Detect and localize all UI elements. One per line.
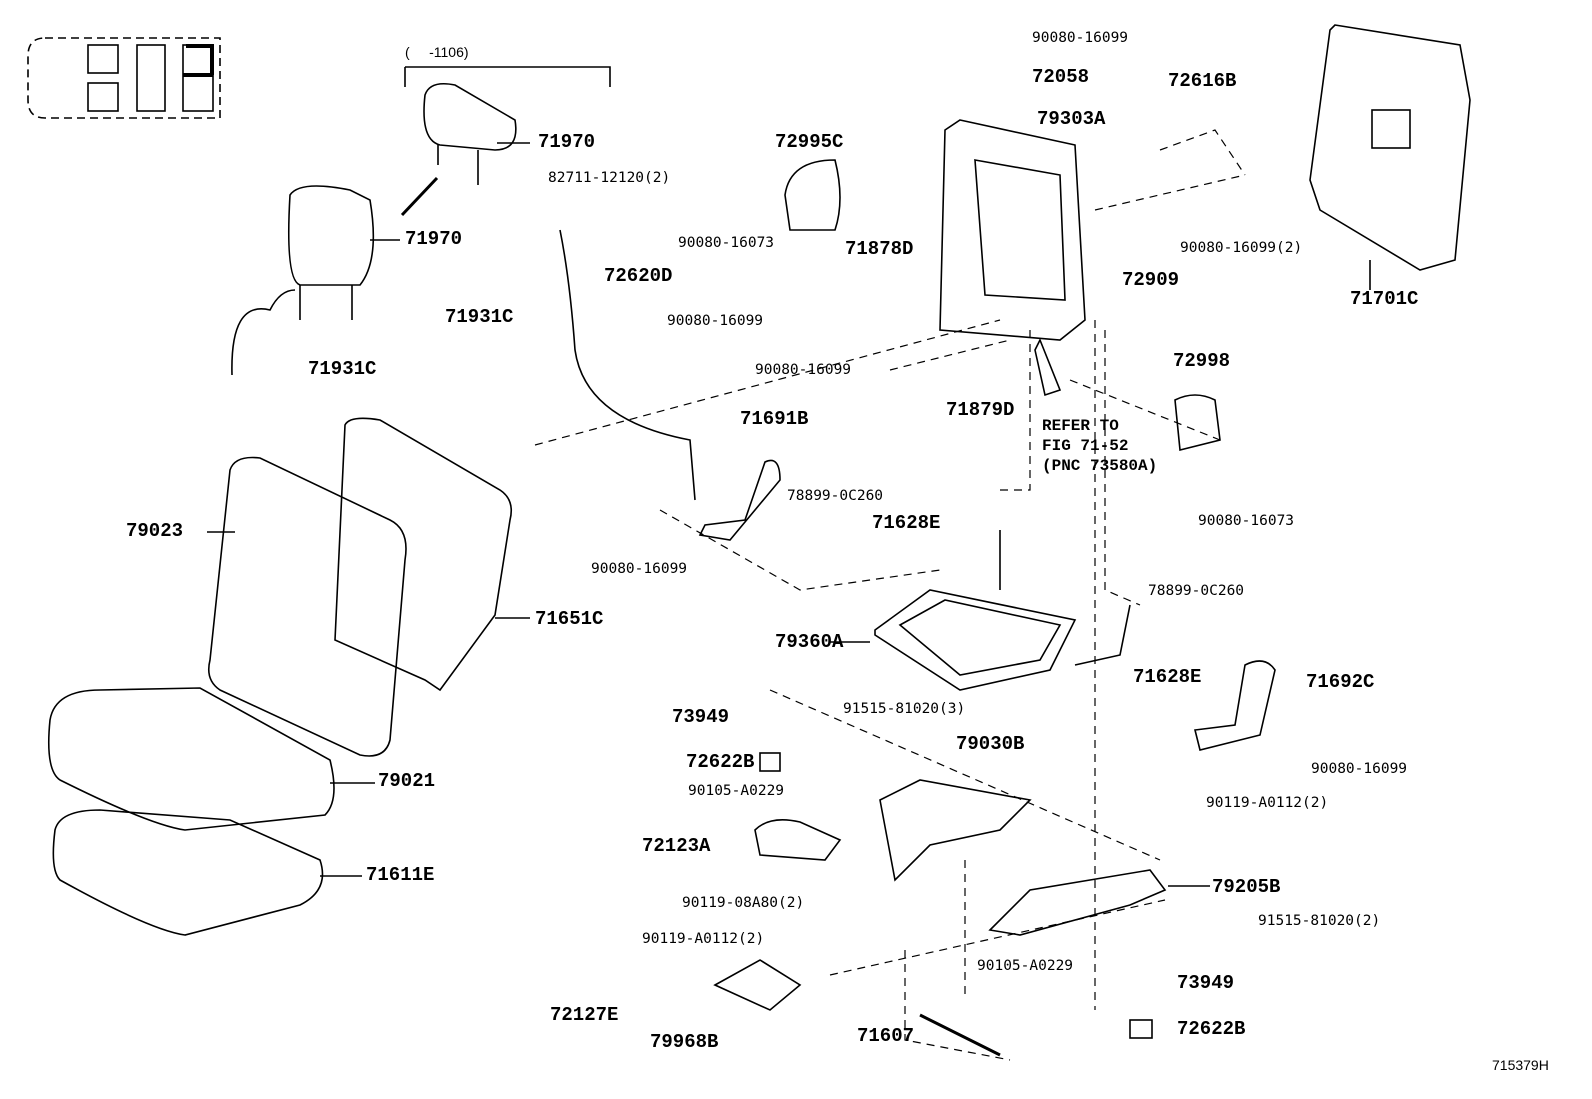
part-label[interactable]: 90080-16073	[678, 235, 775, 251]
part-label[interactable]: 90105-A0229	[977, 958, 1074, 974]
part-label[interactable]: 71970	[405, 228, 463, 250]
part-label[interactable]: 71701C	[1350, 288, 1419, 310]
part-label[interactable]: 90080-16099	[591, 561, 688, 577]
seatback-board	[1309, 24, 1471, 290]
part-label[interactable]: 79030B	[956, 733, 1025, 755]
part-label[interactable]: 71628E	[1133, 666, 1202, 688]
part-label[interactable]: 91515-81020(2)	[1258, 913, 1381, 929]
part-label[interactable]: 90119-A0112(2)	[1206, 795, 1329, 811]
part-label[interactable]: 71651C	[535, 608, 604, 630]
reference-note: (PNC 73580A)	[1042, 457, 1158, 475]
cushion-frame	[830, 530, 1131, 691]
part-label[interactable]: 72622B	[686, 751, 755, 773]
part-label[interactable]: 90080-16099(2)	[1180, 240, 1303, 256]
reference-note[interactable]: FIG 71-52	[1042, 437, 1129, 455]
part-label[interactable]: 71879D	[946, 399, 1015, 421]
seat-cushion-assembly	[47, 687, 375, 936]
reference-note: REFER TO	[1042, 417, 1119, 435]
part-label[interactable]: 72620D	[604, 265, 673, 287]
part-label[interactable]: 79205B	[1212, 876, 1281, 898]
part-label[interactable]: 90080-16099	[1311, 761, 1408, 777]
part-label[interactable]: 72058	[1032, 66, 1090, 88]
part-label[interactable]: 71607	[857, 1025, 915, 1047]
production-range-note: ( -1106)	[405, 44, 469, 60]
seatback-assembly	[207, 417, 530, 757]
part-label[interactable]: 79023	[126, 520, 184, 542]
part-label[interactable]: 79021	[378, 770, 436, 792]
part-label[interactable]: 71692C	[1306, 671, 1375, 693]
part-label[interactable]: 79968B	[650, 1031, 719, 1053]
leader-lines	[534, 129, 1246, 1061]
part-label[interactable]: 90080-16099	[755, 362, 852, 378]
part-label[interactable]: 82711-12120(2)	[548, 170, 671, 186]
headrest-upper	[404, 66, 611, 185]
part-label[interactable]: 90080-16073	[1198, 513, 1295, 529]
part-label[interactable]: 90105-A0229	[688, 783, 785, 799]
seatback-frame	[939, 119, 1086, 397]
part-label[interactable]: 90080-16099	[667, 313, 764, 329]
part-label[interactable]: 72616B	[1168, 70, 1237, 92]
part-label[interactable]: 71878D	[845, 238, 914, 260]
part-label[interactable]: 73949	[672, 706, 730, 728]
part-label[interactable]: 72995C	[775, 131, 844, 153]
part-label[interactable]: 78899-0C260	[1148, 583, 1245, 599]
figure-code: 715379H	[1492, 1057, 1549, 1073]
part-label[interactable]: 72998	[1173, 350, 1231, 372]
headrest-lower	[231, 176, 439, 376]
seat-legs	[879, 779, 1210, 936]
part-label[interactable]: 71628E	[872, 512, 941, 534]
part-label[interactable]: 73949	[1177, 972, 1235, 994]
part-label[interactable]: 90119-08A80(2)	[682, 895, 805, 911]
part-label[interactable]: 90080-16099	[1032, 30, 1129, 46]
part-label[interactable]: 71691B	[740, 408, 809, 430]
part-label[interactable]: 71931C	[308, 358, 377, 380]
part-label[interactable]: 71931C	[445, 306, 514, 328]
covers-and-small-parts	[559, 159, 1276, 1057]
vehicle-seat-locator-icon	[27, 37, 221, 119]
part-label[interactable]: 79360A	[775, 631, 844, 653]
part-label[interactable]: 72127E	[550, 1004, 619, 1026]
part-label[interactable]: 90119-A0112(2)	[642, 931, 765, 947]
part-label[interactable]: 91515-81020(3)	[843, 701, 966, 717]
part-label[interactable]: 71611E	[366, 864, 435, 886]
part-label[interactable]: 72123A	[642, 835, 711, 857]
part-label[interactable]: 72909	[1122, 269, 1180, 291]
part-label[interactable]: 71970	[538, 131, 596, 153]
part-label[interactable]: 72622B	[1177, 1018, 1246, 1040]
part-label[interactable]: 79303A	[1037, 108, 1106, 130]
part-label[interactable]: 78899-0C260	[787, 488, 884, 504]
